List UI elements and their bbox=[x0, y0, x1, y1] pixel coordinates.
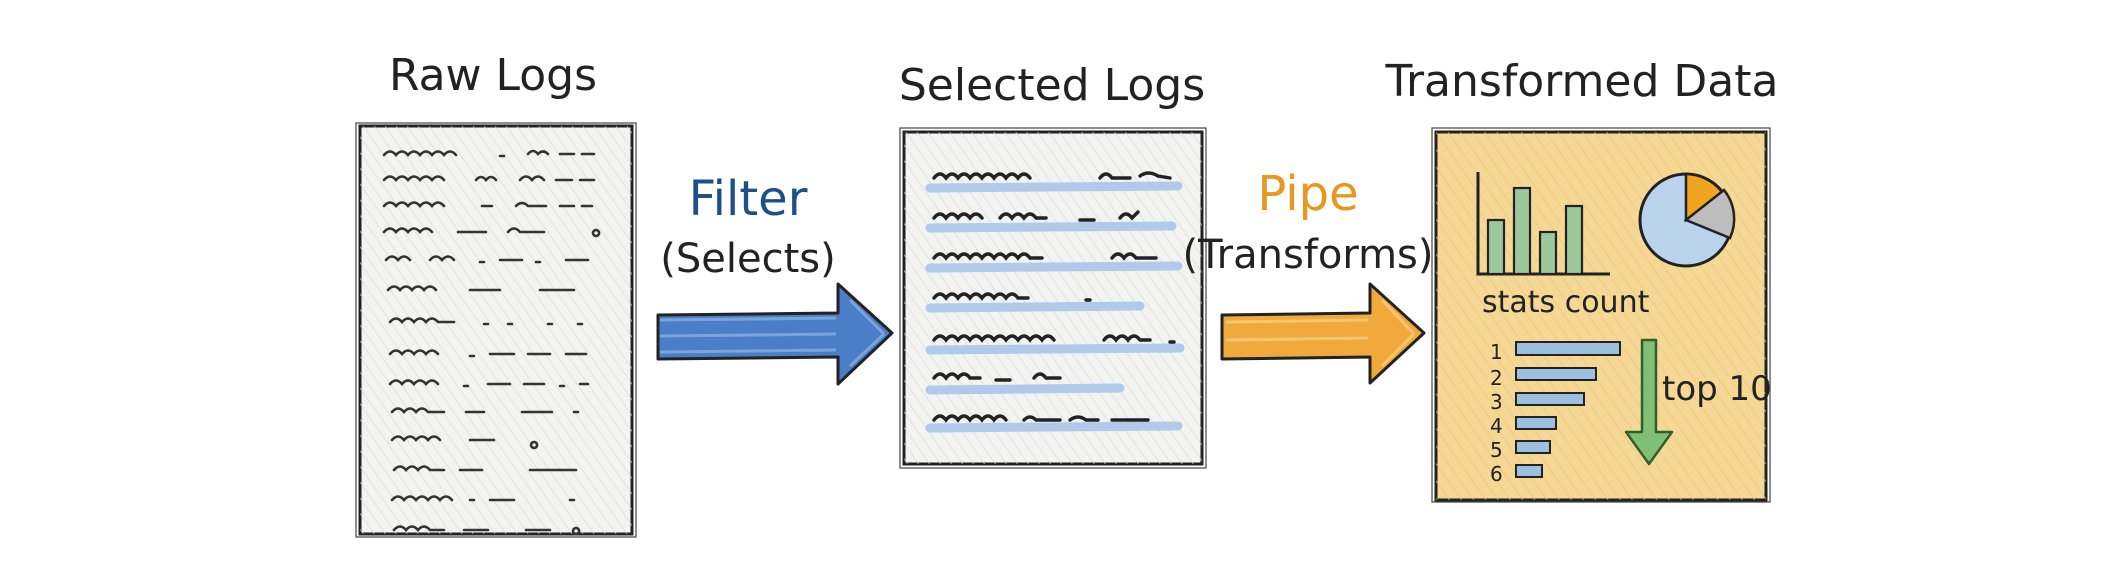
raw-log-line bbox=[388, 317, 584, 326]
pie-chart-sketch bbox=[1638, 172, 1736, 268]
rank-number: 6 bbox=[1490, 462, 1503, 486]
stats-count-label: stats count bbox=[1482, 285, 1650, 320]
raw-log-line bbox=[390, 435, 539, 450]
selected-log-line bbox=[932, 414, 1150, 423]
raw-log-line bbox=[384, 255, 590, 264]
rank-number: 5 bbox=[1490, 438, 1503, 462]
raw-log-line bbox=[390, 407, 580, 414]
rank-number: 4 bbox=[1490, 414, 1503, 438]
raw-log-line bbox=[386, 285, 576, 292]
rank-number: 3 bbox=[1490, 390, 1503, 414]
pipe-sublabel: (Transforms) bbox=[1182, 232, 1433, 278]
rank-bar bbox=[1515, 440, 1551, 454]
transformed-data-title: Transformed Data bbox=[1385, 56, 1779, 107]
sketch-bar bbox=[1538, 230, 1558, 276]
log-highlights bbox=[925, 181, 1185, 433]
pipe-label: Pipe bbox=[1257, 166, 1358, 222]
rank-bar bbox=[1515, 392, 1585, 406]
raw-log-line bbox=[392, 465, 578, 472]
transformed-data-panel: stats count 1 2 3 4 5 6 top 10 bbox=[1431, 127, 1772, 503]
raw-logs-document bbox=[355, 122, 637, 538]
rank-bar bbox=[1515, 341, 1621, 356]
rank-bar bbox=[1515, 367, 1597, 381]
down-arrow-icon bbox=[1624, 338, 1674, 466]
filter-label: Filter bbox=[689, 171, 808, 227]
selected-logs-document bbox=[899, 127, 1207, 469]
selected-log-line bbox=[932, 334, 1176, 344]
raw-log-line bbox=[388, 379, 590, 388]
selected-log-line bbox=[932, 171, 1172, 181]
sketch-bar bbox=[1486, 218, 1506, 276]
raw-log-line bbox=[392, 525, 581, 536]
sketch-bar bbox=[1512, 186, 1532, 276]
selected-logs-title: Selected Logs bbox=[899, 60, 1205, 111]
pipe-arrow bbox=[1220, 282, 1426, 385]
filter-arrow bbox=[656, 282, 894, 386]
top-10-label: top 10 bbox=[1662, 369, 1772, 409]
raw-log-line bbox=[382, 201, 594, 208]
sketch-bar bbox=[1564, 204, 1584, 276]
filter-sublabel: (Selects) bbox=[660, 236, 835, 282]
raw-log-line bbox=[388, 349, 588, 358]
rank-number: 2 bbox=[1490, 366, 1503, 390]
bar-chart-sketch bbox=[1476, 172, 1610, 276]
raw-log-line bbox=[390, 495, 576, 502]
raw-log-lines bbox=[382, 149, 601, 536]
ranked-list: 1 2 3 4 5 6 bbox=[1490, 340, 1621, 486]
raw-log-line bbox=[382, 149, 596, 158]
rank-bar bbox=[1515, 416, 1557, 430]
selected-log-line bbox=[932, 252, 1158, 261]
rank-number: 1 bbox=[1490, 340, 1503, 364]
raw-log-line bbox=[382, 175, 596, 183]
rank-bar bbox=[1515, 464, 1543, 478]
selected-log-line bbox=[932, 210, 1140, 222]
raw-logs-title: Raw Logs bbox=[389, 50, 597, 101]
raw-log-line bbox=[382, 227, 601, 238]
selected-log-line bbox=[932, 292, 1092, 302]
selected-log-lines bbox=[932, 171, 1176, 423]
selected-log-line bbox=[932, 372, 1062, 382]
